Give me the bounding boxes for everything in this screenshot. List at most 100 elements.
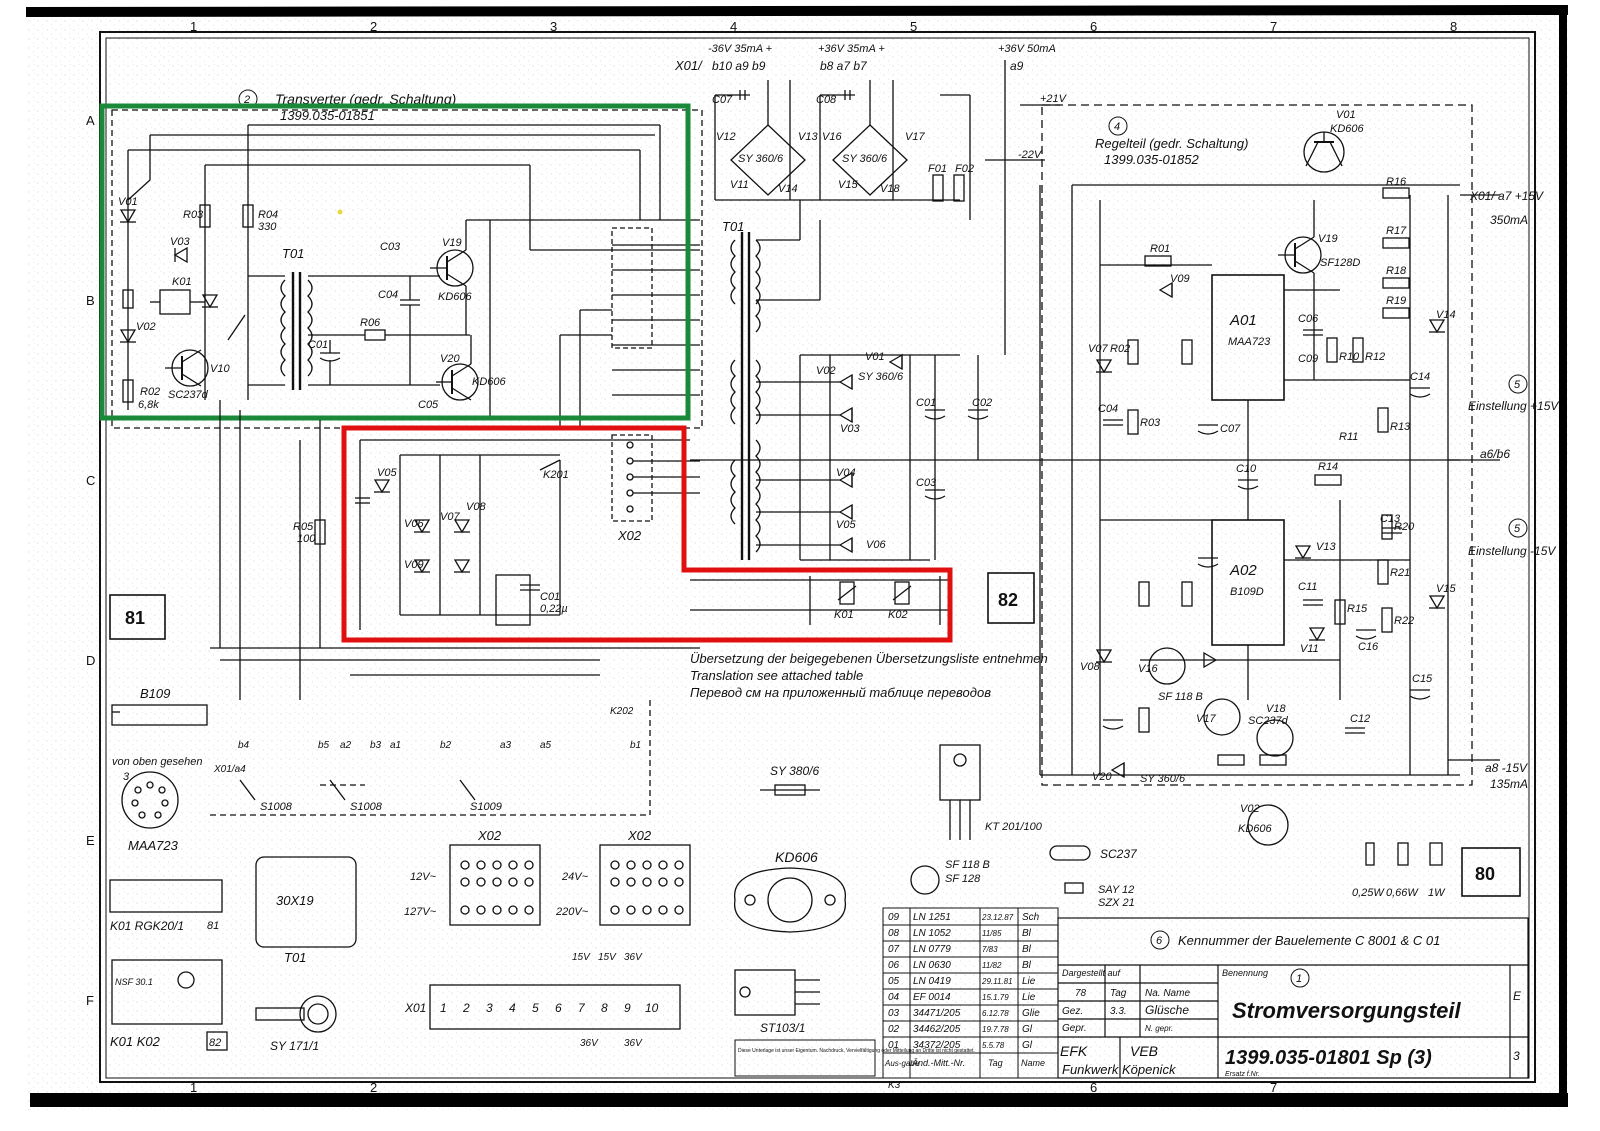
block-boxes bbox=[109, 572, 1521, 897]
legend-footnote: Diese Unterlage ist unser Eigentum. Nach… bbox=[734, 1039, 975, 1077]
box-82: 82 bbox=[998, 590, 1018, 610]
rev-5-b: EF 0014 bbox=[913, 992, 951, 1003]
rev-h-tag: Tag bbox=[988, 1058, 1003, 1068]
label-R21: R21 bbox=[1390, 567, 1410, 579]
highlight-switching bbox=[341, 425, 953, 643]
label-R22: R22 bbox=[1394, 615, 1414, 627]
einstellung-pos-circle bbox=[1508, 374, 1528, 394]
label-T01-left: T01 bbox=[282, 246, 304, 261]
label-C01b: C01 bbox=[916, 397, 936, 409]
legend-s1009: S1009 bbox=[470, 801, 502, 813]
legend-x01-a4: X01/a4 bbox=[213, 764, 246, 775]
label-R04: R04 bbox=[258, 209, 278, 221]
grid-col-6: 6 bbox=[1090, 19, 1097, 34]
label-V20-type: KD606 bbox=[472, 376, 507, 388]
label-C03b: C03 bbox=[916, 477, 937, 489]
supply-x01: X01/ bbox=[674, 58, 703, 73]
label-VR02: V02 bbox=[816, 365, 836, 377]
gez-tag: 3.3. bbox=[1110, 1006, 1127, 1017]
label-C08: C08 bbox=[816, 94, 837, 106]
transverter-num: 2 bbox=[243, 94, 250, 106]
yellow-speck bbox=[337, 209, 343, 215]
label-R16: R16 bbox=[1386, 176, 1407, 188]
rev-1-a: 08 bbox=[888, 928, 900, 939]
legend-12v: 12V~ bbox=[410, 871, 437, 883]
col-78: 78 bbox=[1075, 988, 1087, 999]
einstellung-neg-circle bbox=[1508, 518, 1528, 538]
revision-table bbox=[882, 907, 1059, 1079]
label-V09r: V09 bbox=[1170, 273, 1190, 285]
grid-row-D: D bbox=[86, 653, 95, 668]
rev-8-c: 5.5.78 bbox=[982, 1041, 1005, 1050]
rev-4-c: 29.11.81 bbox=[981, 977, 1013, 986]
label-C01: C01 bbox=[308, 339, 328, 351]
label-V15: V15 bbox=[838, 179, 858, 191]
gez-name: Glüsche bbox=[1145, 1003, 1189, 1017]
legend-pin-b1: b1 bbox=[630, 740, 641, 751]
rev-7-a: 02 bbox=[888, 1024, 900, 1035]
label-C16: C16 bbox=[1358, 641, 1379, 653]
legend-pin-a3: a3 bbox=[500, 740, 512, 751]
drawing-number: 1399.035-01801 Sp (3) bbox=[1225, 1047, 1432, 1069]
legend-x01-p1: 1 bbox=[440, 1001, 447, 1015]
rev-7-c: 19.7.78 bbox=[982, 1025, 1009, 1034]
legend-24v: 24V~ bbox=[561, 871, 589, 883]
regelteil-title: Regelteil (gedr. Schaltung) bbox=[1095, 136, 1248, 151]
legend-k01k02: K01 K02 bbox=[110, 1034, 161, 1049]
rev-1-b: LN 1052 bbox=[913, 928, 951, 939]
rev-1-c: 11/85 bbox=[982, 929, 1002, 938]
legend-szx21: SZX 21 bbox=[1098, 897, 1135, 909]
rev-0-c: 23.12.87 bbox=[981, 913, 1014, 922]
grid-col-8: 8 bbox=[1450, 19, 1457, 34]
footnote-text: Diese Unterlage ist unser Eigentum. Nach… bbox=[738, 1048, 975, 1054]
label-SY360d: SY 360/6 bbox=[1140, 773, 1186, 785]
legend-kd606: KD606 bbox=[775, 849, 818, 865]
supply-rail1: -36V 35mA + bbox=[708, 43, 773, 55]
grid-row-A: A bbox=[86, 113, 95, 128]
legend-pin-b3: b3 bbox=[370, 740, 382, 751]
einstellung-neg: Einstellung -15V bbox=[1468, 544, 1556, 558]
label-R20: R20 bbox=[1394, 521, 1415, 533]
legend-nsf: NSF 30.1 bbox=[115, 977, 153, 987]
watts-3: 1W bbox=[1428, 887, 1446, 899]
grid-row-F: F bbox=[86, 993, 94, 1008]
legend-x01: X01 bbox=[404, 1001, 426, 1015]
label-K01-relay: K01 bbox=[834, 609, 854, 621]
label-C14: C14 bbox=[1410, 371, 1430, 383]
rev-4-a: 05 bbox=[888, 976, 900, 987]
legend-pin-a2: a2 bbox=[340, 740, 352, 751]
label-A01: A01 bbox=[1229, 312, 1257, 329]
legend-15v-b: 15V bbox=[598, 952, 617, 963]
label-R12: R12 bbox=[1365, 351, 1385, 363]
label-V05: V05 bbox=[377, 467, 397, 479]
title-veb: VEB bbox=[1130, 1043, 1158, 1059]
label-C01-right-value: 0,22µ bbox=[540, 603, 568, 615]
label-V17r: V17 bbox=[1196, 713, 1216, 725]
rev-h-aend: Änd.-Mitt.-Nr. bbox=[911, 1058, 965, 1068]
label-V15r: V15 bbox=[1436, 583, 1456, 595]
rev-1-d: Bl bbox=[1022, 928, 1032, 939]
rev-0-a: 09 bbox=[888, 912, 900, 923]
title-block-text: 6 Kennummer der Bauelemente C 8001 & C 0… bbox=[888, 930, 1522, 1091]
label-C04r: C04 bbox=[1098, 403, 1118, 415]
rev-7-b: 34462/205 bbox=[913, 1024, 961, 1035]
rev-5-d: Lie bbox=[1022, 992, 1036, 1003]
einstellung-pos: Einstellung +15V bbox=[1468, 399, 1559, 413]
label-V02r-type: KD606 bbox=[1238, 823, 1273, 835]
legend-viewed: von oben gesehen bbox=[112, 756, 203, 768]
label-R03: R03 bbox=[183, 209, 204, 221]
legend-maa723-num: 3 bbox=[123, 771, 130, 783]
legend-x01-p2: 2 bbox=[462, 1001, 470, 1015]
revision-rows: 09 LN 1251 23.12.87 Sch 08 LN 1052 11/85… bbox=[884, 912, 1045, 1068]
label-SY360a: SY 360/6 bbox=[738, 153, 784, 165]
legend-box81: 81 bbox=[207, 920, 219, 932]
rev-6-c: 6.12.78 bbox=[982, 1009, 1009, 1018]
drawing-title: Stromversorgungsteil bbox=[1232, 998, 1461, 1023]
label-VR06: V06 bbox=[866, 539, 886, 551]
label-V11: V11 bbox=[730, 179, 749, 191]
legend-x01-p4: 4 bbox=[509, 1001, 516, 1015]
legend-pin-b2: b2 bbox=[440, 740, 452, 751]
col-name: Na. Name bbox=[1145, 988, 1190, 999]
ben-num-circle bbox=[1290, 968, 1310, 988]
supply-rail2: +36V 35mA + bbox=[818, 43, 885, 55]
